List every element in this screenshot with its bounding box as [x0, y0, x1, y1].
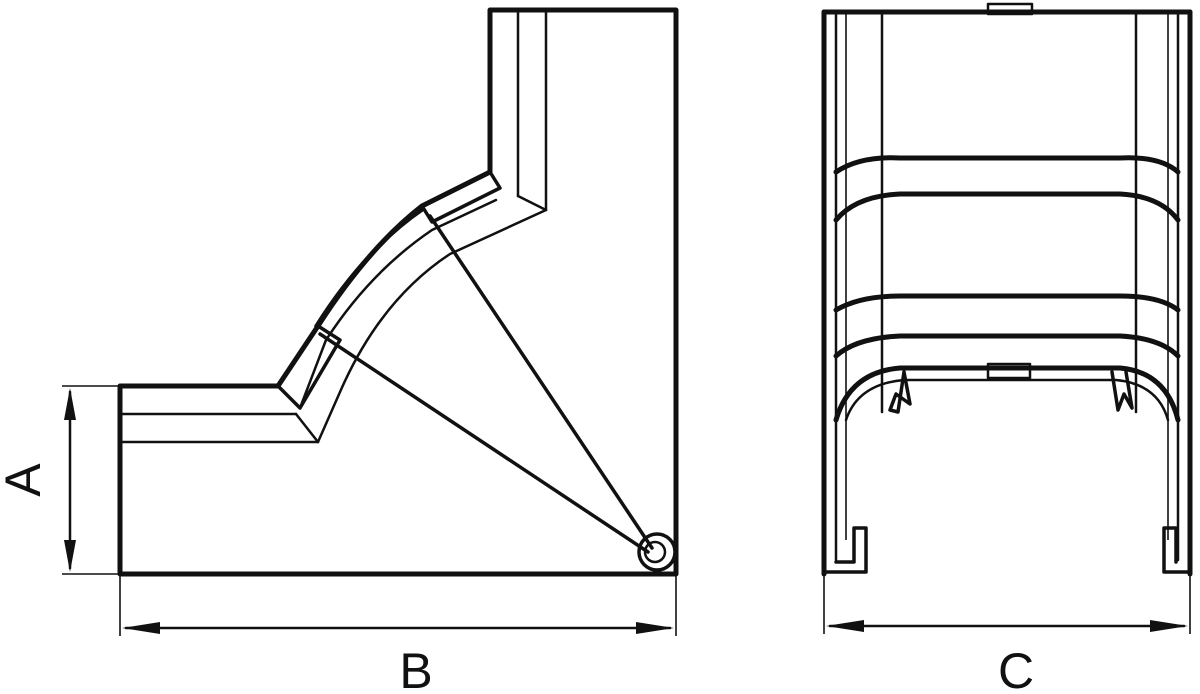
dim-a-arrow-bottom: [64, 540, 76, 572]
hook-left: [888, 370, 912, 414]
dimension-a: A: [0, 385, 120, 575]
arch-band-2-bottom: [833, 333, 1181, 359]
front-view-fitting: [821, 2, 1193, 577]
pivot-outer-circle: [637, 532, 677, 572]
opening-arch-outer: [833, 365, 1181, 423]
foot-left: [824, 526, 868, 574]
curve-outer-line: [314, 208, 424, 328]
dimension-c: C: [823, 576, 1191, 694]
collar-lower: [276, 324, 342, 410]
dim-b-arrow-right: [636, 622, 674, 634]
dim-b-arrow-left: [122, 622, 160, 634]
pivot-inner-circle: [643, 540, 667, 564]
dim-c-arrow-right: [1150, 620, 1188, 632]
foot-right: [1162, 526, 1190, 574]
lower-channel-end: [294, 412, 320, 444]
arch-band-2-top: [833, 293, 1181, 313]
dim-b-label: B: [399, 643, 432, 694]
dim-c-label: C: [998, 643, 1034, 694]
upper-channel-end: [516, 194, 548, 212]
hinge-line-upper: [428, 214, 654, 550]
dim-a-arrow-top: [64, 388, 76, 420]
collar-upper: [420, 170, 502, 224]
hinge-line-lower: [318, 332, 650, 554]
top-clip: [986, 2, 1034, 16]
curve-inner-line-2: [316, 208, 548, 444]
curve-inner-line-1: [298, 198, 498, 410]
dim-c-arrow-left: [826, 620, 864, 632]
arch-band-1-bottom: [833, 191, 1181, 223]
opening-arch-inner: [844, 378, 1170, 422]
bottom-clip: [986, 362, 1032, 380]
dimension-b: B: [119, 576, 677, 694]
fitting-outline: [117, 7, 679, 577]
side-view-angle-fitting: [117, 7, 679, 577]
arch-band-1-top: [833, 155, 1181, 175]
hook-right: [1110, 370, 1134, 412]
dim-a-label: A: [0, 463, 51, 497]
